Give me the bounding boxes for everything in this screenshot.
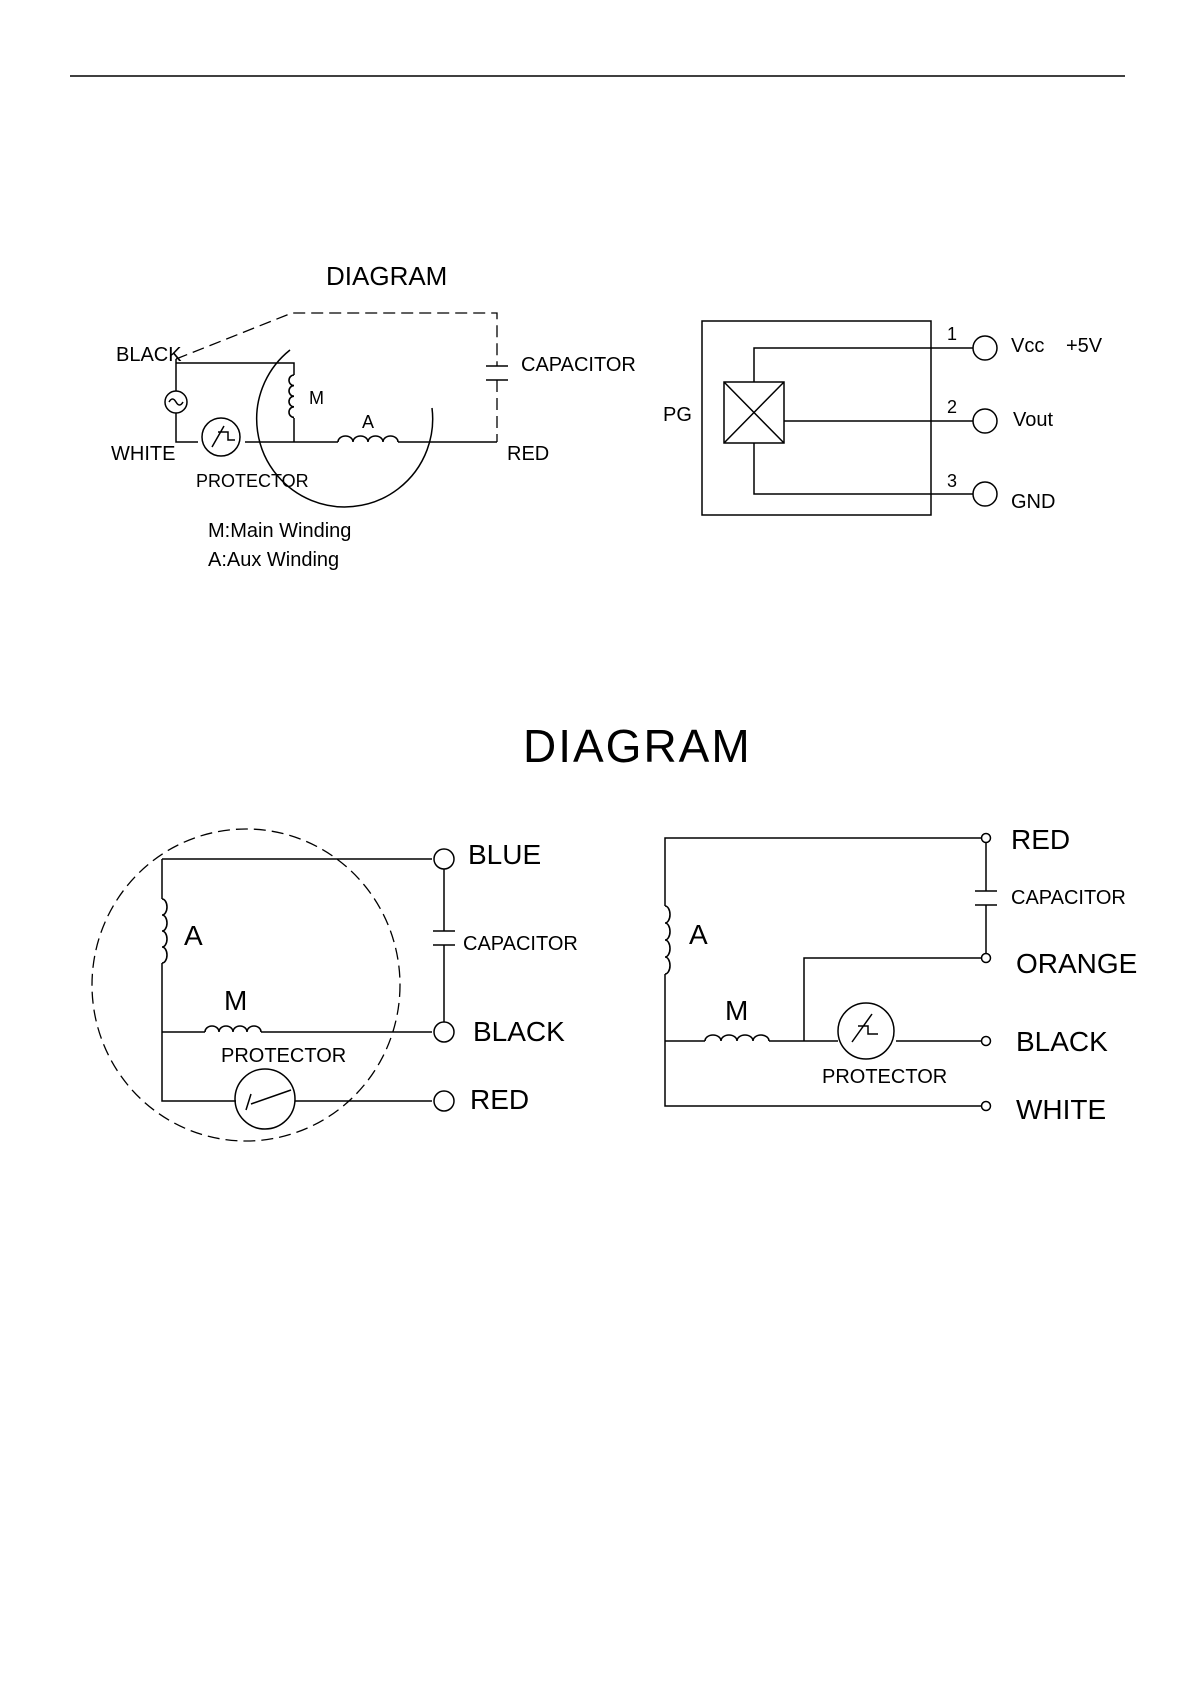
label-red: RED bbox=[507, 443, 549, 465]
capacitor-dashed-lead bbox=[176, 313, 497, 366]
section-title: DIAGRAM bbox=[523, 720, 752, 772]
label-protector: PROTECTOR bbox=[221, 1045, 346, 1067]
terminal-orange bbox=[982, 954, 991, 963]
terminal-blue bbox=[434, 849, 454, 869]
pin-1-number: 1 bbox=[947, 324, 957, 344]
wire-red bbox=[665, 838, 986, 906]
protector-switch-icon bbox=[852, 1014, 878, 1042]
main-winding-coil bbox=[289, 375, 294, 417]
label-black: BLACK bbox=[473, 1016, 565, 1047]
wire bbox=[176, 413, 198, 442]
protector-icon bbox=[838, 1003, 894, 1059]
aux-winding-coil bbox=[338, 436, 398, 442]
pin-3-wire bbox=[754, 443, 973, 494]
label-black: BLACK bbox=[116, 344, 182, 366]
label-orange: ORANGE bbox=[1016, 948, 1137, 979]
pin-1-wire bbox=[754, 348, 973, 382]
label-m: M bbox=[309, 388, 324, 408]
terminal-black bbox=[982, 1037, 991, 1046]
pin-1-name: Vcc bbox=[1011, 335, 1044, 357]
aux-winding-coil bbox=[162, 899, 167, 963]
label-capacitor: CAPACITOR bbox=[463, 933, 578, 955]
terminal-red bbox=[982, 834, 991, 843]
diagram-1: DIAGRAM BLACK WHITE RED CAPACITOR PROTEC… bbox=[111, 261, 636, 571]
label-red: RED bbox=[1011, 824, 1070, 855]
label-protector: PROTECTOR bbox=[822, 1066, 947, 1088]
label-black: BLACK bbox=[1016, 1026, 1108, 1057]
label-blue: BLUE bbox=[468, 839, 541, 870]
label-a: A bbox=[184, 920, 203, 951]
aux-winding-coil bbox=[665, 906, 670, 974]
label-capacitor: CAPACITOR bbox=[521, 354, 636, 376]
terminal-black bbox=[434, 1022, 454, 1042]
terminal-red bbox=[434, 1091, 454, 1111]
label-m: M bbox=[224, 985, 247, 1016]
diagram-3: RED CAPACITOR ORANGE BLACK WHITE PROTECT… bbox=[665, 824, 1137, 1125]
label-a: A bbox=[362, 412, 374, 432]
pg-label: PG bbox=[663, 404, 692, 426]
pin-2-number: 2 bbox=[947, 397, 957, 417]
pg-sensor-diagram: PG 1 2 3 Vcc +5V Vout GND bbox=[663, 321, 1103, 515]
protector-switch-icon bbox=[246, 1090, 291, 1110]
main-winding-coil bbox=[205, 1026, 261, 1032]
label-white: WHITE bbox=[111, 443, 175, 465]
main-winding-coil bbox=[705, 1035, 769, 1041]
pin-1-terminal bbox=[973, 336, 997, 360]
pin-3-name: GND bbox=[1011, 491, 1055, 513]
diagram-1-title: DIAGRAM bbox=[326, 261, 447, 291]
label-protector: PROTECTOR bbox=[196, 471, 309, 491]
sine-wave-icon bbox=[169, 399, 183, 405]
pin-2-name: Vout bbox=[1013, 409, 1053, 431]
label-white: WHITE bbox=[1016, 1094, 1106, 1125]
diagram-2: BLUE CAPACITOR BLACK RED PROTECTOR A M bbox=[92, 829, 578, 1141]
pin-3-number: 3 bbox=[947, 471, 957, 491]
pg-sensor-box bbox=[702, 321, 931, 515]
pin-3-terminal bbox=[973, 482, 997, 506]
label-red: RED bbox=[470, 1084, 529, 1115]
label-m: M bbox=[725, 995, 748, 1026]
wire-orange bbox=[804, 958, 986, 1041]
terminal-white bbox=[982, 1102, 991, 1111]
protector-icon bbox=[202, 418, 240, 456]
label-a: A bbox=[689, 919, 708, 950]
pin-2-terminal bbox=[973, 409, 997, 433]
pin-1-value: +5V bbox=[1066, 335, 1103, 357]
legend-aux-winding: A:Aux Winding bbox=[208, 549, 339, 571]
wire bbox=[176, 363, 294, 375]
label-capacitor: CAPACITOR bbox=[1011, 887, 1126, 909]
protector-switch-icon bbox=[212, 426, 235, 447]
legend-main-winding: M:Main Winding bbox=[208, 520, 351, 542]
